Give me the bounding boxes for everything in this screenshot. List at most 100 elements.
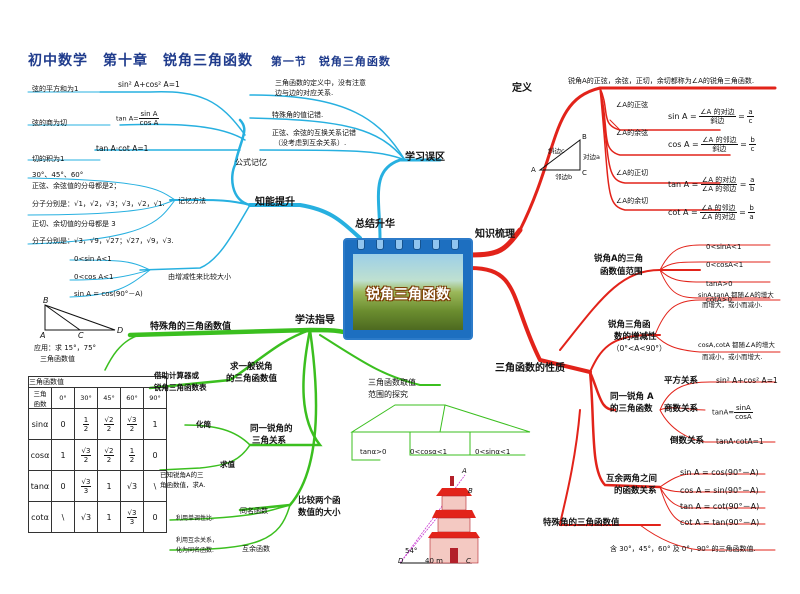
def-eq: = xyxy=(739,180,747,189)
table-caption: 三角函数值 xyxy=(28,376,167,388)
tower-illustration xyxy=(428,476,480,564)
square-eq: sin² A+cos² A=1 xyxy=(716,376,778,385)
table-header-cell: 45° xyxy=(97,387,121,409)
tri-vertex-c: C xyxy=(582,169,587,177)
mem-ineq-2: 0<cos A<1 xyxy=(74,273,114,281)
general-title-2: 的三角函数值 xyxy=(226,374,278,384)
special-title-left: 特殊角的三角函数值 xyxy=(150,322,232,332)
mem-rule1: 正弦、余弦值的分母都是2； xyxy=(32,182,121,190)
title-main: 初中数学 第十章 锐角三角函数 xyxy=(28,53,253,69)
ring-icon xyxy=(450,240,459,250)
range-cos-left: 0<cosα<1 xyxy=(410,448,448,456)
calc-1: 借助计算器或 xyxy=(154,371,199,380)
cell-den: 2 xyxy=(106,424,112,433)
def-ratio-den: c xyxy=(750,145,755,153)
cell-num: 1 xyxy=(82,415,90,425)
tower-level-icon xyxy=(441,495,467,511)
def-ratio-num: b xyxy=(749,136,756,145)
def-eq: = xyxy=(740,140,747,149)
tri2-vertex-d: D xyxy=(117,326,124,335)
def-den: 斜边 xyxy=(712,145,727,153)
mem-ineq-1: 0<sin A<1 xyxy=(74,255,112,263)
center-calendar: 锐角三角函数 xyxy=(343,238,473,340)
complement-title-1: 互余两角之间 xyxy=(606,474,658,484)
tower-roof-icon xyxy=(428,532,480,538)
def-den: 斜边 xyxy=(710,117,725,125)
quotient-num: sinA xyxy=(734,404,753,413)
range-sin: 0<sinA<1 xyxy=(706,243,742,251)
mono-2b: 而减小，或小而增大. xyxy=(702,353,763,361)
tower-level-icon xyxy=(437,517,471,533)
reciprocal-label: 倒数关系 xyxy=(670,436,705,446)
def-ratio-den: b xyxy=(750,185,755,193)
general-title-1: 求一般锐角 xyxy=(230,362,273,372)
table-cell: \ xyxy=(143,470,167,502)
mem-prod-eq: tan A·cot A=1 xyxy=(96,144,149,153)
cell-num: √2 xyxy=(103,446,115,456)
range-cos: 0<cosA<1 xyxy=(706,261,744,269)
def-frac: ∠A 的对边斜边 xyxy=(699,108,736,125)
tower-flag-icon xyxy=(450,476,454,486)
special-angle-triangle xyxy=(44,304,116,331)
def-num: ∠A 的邻边 xyxy=(701,136,738,145)
table-row-name: sinα xyxy=(28,408,52,440)
mistake-3b: （没考虑到互余关系）. xyxy=(274,139,347,147)
tri2-vertex-b: B xyxy=(43,296,49,305)
range-explore-2: 范围的探究 xyxy=(368,390,408,399)
def-ratio-num: b xyxy=(748,204,755,213)
mem-angles: 30°、45°、60° xyxy=(32,171,84,179)
comp-2: cos A = sin(90°－A) xyxy=(680,486,759,495)
mem-ineq-label: 由增减性来比较大小 xyxy=(168,273,231,281)
table-header-cell: 三角 函数 xyxy=(28,387,52,409)
table-header-cell: 0° xyxy=(51,387,75,409)
mem-method-label: 记忆方法 xyxy=(178,197,206,205)
table-cell: √3 xyxy=(120,470,144,502)
tower-roof-icon xyxy=(436,488,472,496)
range-title: 函数值范围 xyxy=(600,267,643,277)
cell-den: 2 xyxy=(129,424,135,433)
def-num: ∠A 的对边 xyxy=(700,176,738,185)
cell-den: 2 xyxy=(83,455,89,464)
def-frac: ∠A 的邻边斜边 xyxy=(701,136,738,153)
table-cell: 1 xyxy=(97,501,121,533)
def-lhs: sin A = xyxy=(668,112,697,121)
ring-icon xyxy=(375,240,384,250)
definition-desc: 锐角A的正弦，余弦，正切，余切都称为∠A的锐角三角函数. xyxy=(568,77,755,85)
mem-square-label: 弦的平方和为1 xyxy=(32,85,79,93)
branch-definition: 定义 xyxy=(512,83,532,94)
same-name-desc: 利用单调性比. xyxy=(176,515,214,522)
range-cot: cotA>0 xyxy=(706,296,732,304)
title-section: 第一节 锐角三角函数 xyxy=(270,55,391,68)
def-den: ∠A 的邻边 xyxy=(701,185,737,193)
def-ratio-den: c xyxy=(748,117,753,125)
application-2: 三角函数值 xyxy=(40,355,75,363)
cell-num: √2 xyxy=(103,415,115,425)
mem-rule1-values: √1，√2，√3；√3，√2，√1. xyxy=(74,200,165,208)
tri-adj: 邻边b xyxy=(555,173,573,181)
same-angle-2: 三角关系 xyxy=(252,436,287,446)
tri-hyp: 斜边c xyxy=(548,147,565,155)
cell-num: √3 xyxy=(80,477,92,487)
range-tan: tanA>0 xyxy=(706,280,733,288)
def-den: ∠A 的对边 xyxy=(701,213,736,221)
mem-rule1-nums: 分子分别是：√1，√2，√3；√3，√2，√1. xyxy=(32,199,165,209)
complement-title-2: 的函数关系 xyxy=(614,486,657,496)
calc-2: 锐角三角函数表 xyxy=(154,383,207,392)
mistake-3a: 正弦、余弦的互换关系记错 xyxy=(272,129,356,137)
ring-icon xyxy=(413,240,422,250)
def-lhs: tan A = xyxy=(668,180,699,189)
mistake-1a: 三角函数的定义中，没有注意 xyxy=(275,79,366,87)
